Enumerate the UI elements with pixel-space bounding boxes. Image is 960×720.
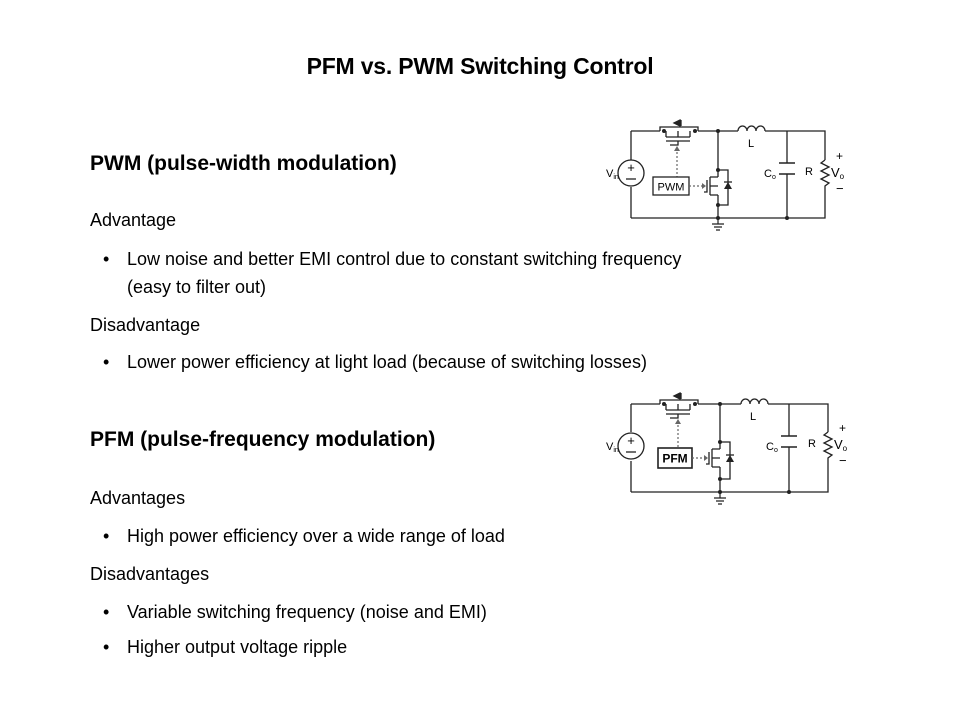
low-side-mosfet-icon bbox=[704, 169, 732, 206]
bullet-icon: • bbox=[103, 526, 110, 546]
bullet-icon: • bbox=[103, 602, 110, 622]
resistor-label: R bbox=[808, 438, 816, 450]
inductor-icon bbox=[740, 398, 769, 405]
pfm-disadvantage-item: • Higher output voltage ripple bbox=[103, 633, 703, 661]
controller-label: PFM bbox=[662, 452, 687, 466]
voltage-source-icon: + bbox=[617, 432, 645, 460]
low-side-mosfet-icon bbox=[706, 441, 734, 480]
bullet-icon: • bbox=[103, 352, 110, 372]
capacitor-label: Co bbox=[764, 168, 776, 181]
pwm-disadvantage-text: Lower power efficiency at light load (be… bbox=[127, 352, 647, 372]
pwm-advantage-item: • Low noise and better EMI control due t… bbox=[103, 245, 883, 301]
svg-text:+: + bbox=[627, 433, 635, 448]
voltage-source-icon: + bbox=[617, 159, 645, 187]
inductor-label: L bbox=[748, 138, 754, 150]
pwm-buck-converter-diagram: PWM + Vin L bbox=[590, 115, 850, 240]
ground-icon bbox=[712, 218, 724, 231]
pfm-disadvantage-text: Variable switching frequency (noise and … bbox=[127, 602, 487, 622]
high-side-mosfet-icon bbox=[659, 391, 699, 419]
pwm-advantage-label: Advantage bbox=[90, 210, 177, 230]
vout-label: Vo bbox=[834, 437, 848, 453]
wire-bottom bbox=[631, 190, 826, 219]
bullet-icon: • bbox=[103, 637, 110, 657]
vout-minus: − bbox=[836, 181, 844, 196]
capacitor-icon bbox=[781, 435, 797, 448]
controller-label: PWM bbox=[658, 182, 685, 194]
pfm-disadvantage-label: Disadvantages bbox=[90, 564, 210, 584]
pfm-advantage-item: • High power efficiency over a wide rang… bbox=[103, 522, 703, 550]
vout-label: Vo bbox=[831, 165, 845, 181]
inductor-label: L bbox=[750, 411, 756, 423]
pwm-advantage-line1: Low noise and better EMI control due to … bbox=[127, 249, 682, 269]
vin-label: Vin bbox=[606, 441, 619, 454]
resistor-label: R bbox=[805, 166, 813, 178]
pwm-disadvantage-item: • Lower power efficiency at light load (… bbox=[103, 348, 883, 376]
pfm-buck-converter-diagram: PFM + Vin L Co bbox=[590, 385, 850, 515]
svg-text:+: + bbox=[627, 160, 635, 175]
vout-plus: + bbox=[839, 421, 846, 435]
wire-top-right bbox=[765, 130, 826, 160]
resistor-icon bbox=[822, 431, 834, 462]
high-side-mosfet-icon bbox=[659, 118, 699, 146]
pwm-advantage-line2: (easy to filter out) bbox=[127, 277, 267, 297]
inductor-icon bbox=[737, 125, 766, 132]
vout-plus: + bbox=[836, 149, 843, 163]
pfm-advantage-text: High power efficiency over a wide range … bbox=[127, 526, 505, 546]
pfm-disadvantage-text: Higher output voltage ripple bbox=[127, 637, 348, 657]
pwm-heading: PWM (pulse-width modulation) bbox=[90, 152, 397, 175]
pfm-circuit-svg: PFM + Vin L Co bbox=[606, 391, 848, 505]
resistor-icon bbox=[819, 159, 831, 190]
pfm-heading: PFM (pulse-frequency modulation) bbox=[90, 428, 436, 451]
vout-minus: − bbox=[839, 453, 847, 468]
pwm-circuit-svg: PWM + Vin L bbox=[606, 118, 845, 231]
pwm-disadvantage-label: Disadvantage bbox=[90, 315, 201, 335]
capacitor-label: Co bbox=[766, 441, 778, 454]
slide-title: PFM vs. PWM Switching Control bbox=[306, 53, 654, 79]
capacitor-icon bbox=[779, 162, 795, 175]
ground-icon bbox=[714, 492, 726, 505]
pfm-disadvantage-item: • Variable switching frequency (noise an… bbox=[103, 598, 703, 626]
vin-label: Vin bbox=[606, 168, 619, 181]
bullet-icon: • bbox=[103, 249, 110, 269]
pfm-advantage-label: Advantages bbox=[90, 488, 186, 508]
